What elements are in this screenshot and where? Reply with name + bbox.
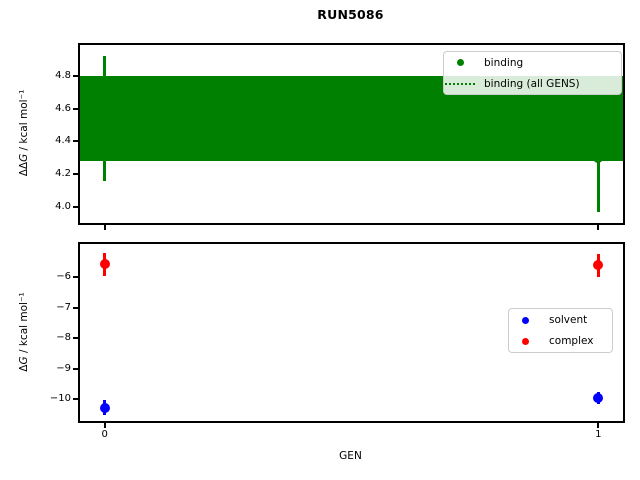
- y-tick-mark: [73, 74, 78, 77]
- solvent-dot-icon: [521, 316, 529, 324]
- y-tick-mark: [73, 367, 78, 370]
- y-tick-label: −9: [56, 362, 71, 374]
- y-tick-mark: [73, 140, 78, 143]
- x-axis-label: GEN: [339, 450, 362, 462]
- ylabel-bottom-units: / kcal mol⁻¹: [18, 292, 30, 357]
- ylabel-bottom-variable: G: [18, 356, 30, 365]
- ylabel-bottom-prefix: Δ: [18, 364, 30, 372]
- data-point: [99, 402, 110, 413]
- data-point: [99, 258, 110, 269]
- y-tick-mark: [73, 398, 78, 401]
- x-tick-label: 0: [101, 429, 108, 440]
- y-tick-mark: [73, 206, 78, 209]
- bottom-plot-area: [78, 242, 625, 423]
- legend-label-binding: binding: [484, 56, 524, 69]
- x-tick-mark: [103, 423, 106, 428]
- ylabel-top-prefix: ΔΔ: [18, 161, 30, 177]
- complex-dot-icon: [521, 337, 529, 345]
- top-plot-area: [78, 43, 625, 225]
- legend-handle: [509, 337, 541, 345]
- y-tick-label: 4.4: [55, 135, 71, 147]
- y-tick-label: −10: [49, 393, 71, 405]
- y-tick-label: 4.2: [55, 168, 71, 180]
- figure-title: RUN5086: [317, 7, 384, 22]
- data-point: [593, 152, 604, 163]
- dotted-line-icon: [445, 82, 475, 85]
- y-tick-label: 4.0: [55, 201, 71, 213]
- legend-label-complex: complex: [549, 335, 594, 347]
- y-tick-label: −6: [56, 271, 71, 283]
- legend-handle: [444, 82, 476, 85]
- y-tick-label: 4.6: [55, 102, 71, 114]
- legend-row-binding-all-gens: binding (all GENS): [444, 73, 621, 94]
- bottom-y-axis-label: ΔG / kcal mol⁻¹: [18, 292, 30, 371]
- data-point: [99, 113, 110, 124]
- top-y-axis-label: ΔΔG / kcal mol⁻¹: [18, 90, 30, 177]
- x-tick-mark: [103, 225, 106, 230]
- legend-handle: [444, 59, 476, 66]
- ylabel-top-variable: G: [18, 153, 30, 162]
- y-tick-mark: [73, 173, 78, 176]
- ylabel-top-units: / kcal mol⁻¹: [18, 89, 30, 154]
- data-point: [593, 393, 604, 404]
- y-tick-label: 4.8: [55, 69, 71, 81]
- legend-label-binding-all-gens: binding (all GENS): [484, 77, 580, 90]
- legend-handle: [509, 316, 541, 324]
- y-tick-mark: [73, 306, 78, 309]
- y-tick-mark: [73, 276, 78, 279]
- y-tick-mark: [73, 107, 78, 110]
- legend-row-solvent: solvent: [509, 310, 612, 331]
- binding-dot-icon: [456, 59, 464, 66]
- data-point: [593, 260, 604, 271]
- y-tick-label: −7: [56, 301, 71, 313]
- legend-bottom-plot: solvent complex: [508, 308, 613, 353]
- legend-top-plot: binding binding (all GENS): [443, 51, 622, 95]
- x-tick-label: 1: [595, 429, 602, 440]
- y-tick-label: −8: [56, 332, 71, 344]
- x-tick-mark: [597, 225, 600, 230]
- legend-label-solvent: solvent: [549, 314, 588, 326]
- legend-row-complex: complex: [509, 331, 612, 352]
- legend-row-binding: binding: [444, 52, 621, 73]
- x-tick-mark: [597, 423, 600, 428]
- y-tick-mark: [73, 337, 78, 340]
